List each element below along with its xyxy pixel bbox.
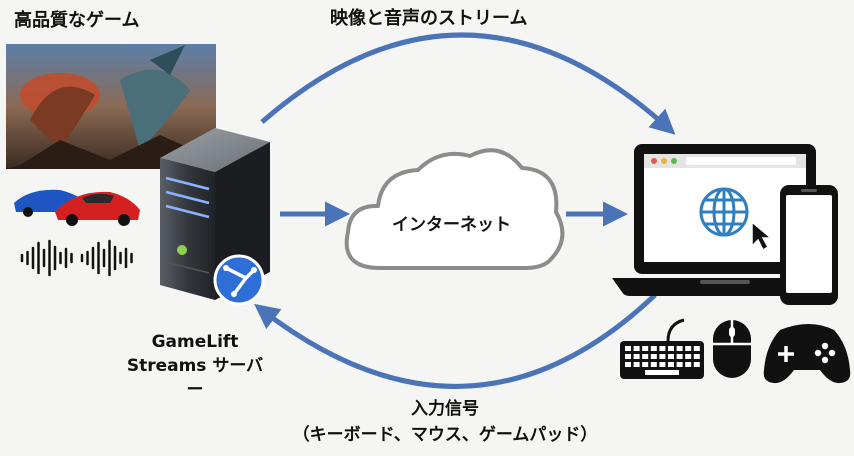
input-signal-label: 入力信号 （キーボード、マウス、ゲームパッド） bbox=[280, 396, 610, 448]
gamepad-icon bbox=[763, 324, 851, 384]
input-label-line2: （キーボード、マウス、ゲームパッド） bbox=[292, 425, 598, 445]
input-arrow bbox=[254, 293, 657, 389]
laptop-icon bbox=[612, 144, 838, 296]
cloud-icon bbox=[344, 148, 565, 270]
internet-label: インターネット bbox=[392, 215, 511, 235]
input-label-line1: 入力信号 bbox=[411, 399, 479, 419]
dragon-artwork bbox=[6, 44, 216, 169]
mouse-icon bbox=[713, 320, 751, 378]
server-tower-icon bbox=[160, 128, 270, 300]
globe-icon bbox=[699, 187, 749, 237]
server-label: GameLift Streams サーバー bbox=[120, 330, 270, 402]
av-stream-label: 映像と音声のストリーム bbox=[330, 8, 528, 29]
stream-arrow bbox=[260, 32, 676, 135]
server-label-line2: Streams サーバー bbox=[126, 356, 264, 400]
sound-wave-icon bbox=[20, 239, 133, 277]
keyboard-icon bbox=[620, 318, 704, 379]
high-quality-game-label: 高品質なゲーム bbox=[14, 10, 140, 31]
sports-cars bbox=[14, 189, 140, 226]
cursor-icon bbox=[751, 220, 774, 252]
gamelift-logo-icon bbox=[213, 254, 265, 306]
server-label-line1: GameLift bbox=[151, 332, 239, 352]
smartphone-icon bbox=[780, 185, 838, 305]
